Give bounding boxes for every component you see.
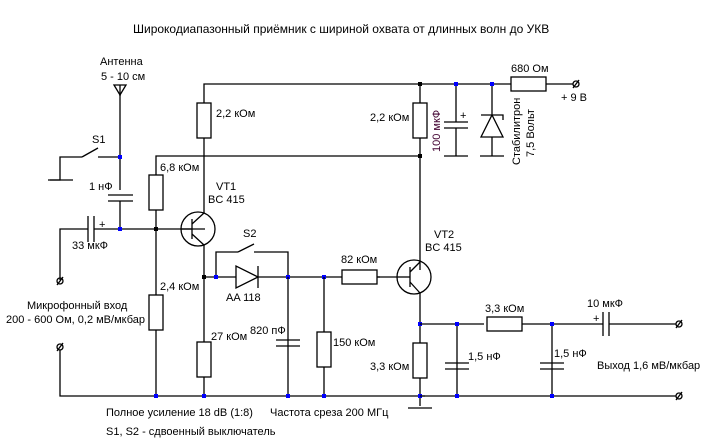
diode-label: AA 118 xyxy=(226,292,261,304)
resistor-150k: 150 кОм xyxy=(316,277,375,396)
r-680-label: 680 Ом xyxy=(511,63,549,75)
c-10uf-plus: + xyxy=(593,313,599,325)
resistor-27k: 27 кОм xyxy=(196,331,247,378)
zener-label-1: Стабилитрон xyxy=(511,98,523,165)
c-1-5nf-b-label: 1,5 нФ xyxy=(554,348,587,360)
note-gain: Полное усиление 18 dB (1:8) xyxy=(106,407,253,419)
switch-s1: S1 xyxy=(48,134,120,181)
c-100uf-label: 100 мкФ xyxy=(431,110,443,152)
capacitor-820pf: 820 пФ xyxy=(250,277,300,396)
r-3-3k-a-label: 3,3 кОм xyxy=(370,361,409,373)
c-820pf-label: 820 пФ xyxy=(250,325,286,337)
resistor-3-3k-emitter: 3,3 кОм xyxy=(370,342,432,409)
switch-s2: S2 xyxy=(215,228,289,277)
r-6-8k-label: 6,8 кОм xyxy=(160,162,199,174)
s2-label: S2 xyxy=(243,228,256,240)
resistor-82k: 82 кОм xyxy=(341,254,398,285)
vt2-name: VT2 xyxy=(434,229,454,241)
capacitor-1nf: 1 нФ xyxy=(89,181,133,229)
transistor-vt2: VT2 BC 415 xyxy=(396,229,462,406)
power-supply: 680 Ом + 9 В + 100 мкФ Стабилитрон 7,5 В… xyxy=(420,63,587,165)
r-2-2k-a-label: 2,2 кОм xyxy=(216,108,255,120)
output-filter: + 3,3 кОм 1,5 нФ 1,5 нФ 10 мкФ Выход 1,6… xyxy=(420,298,700,401)
r-3-3k-b-label: 3,3 кОм xyxy=(485,303,524,315)
note-switch: S1, S2 - сдвоенный выключатель xyxy=(106,426,276,438)
output-label: Выход 1,6 мВ/мкбар xyxy=(597,360,700,372)
resistor-6-8k: 6,8 кОм xyxy=(148,155,420,229)
mic-input-line2: 200 - 600 Ом, 0,2 мВ/мкбар xyxy=(6,314,145,326)
note-cutoff: Частота среза 200 МГц xyxy=(270,407,389,419)
mic-input-terminals: Микрофонный вход 200 - 600 Ом, 0,2 мВ/мк… xyxy=(6,276,425,397)
resistor-2-2k-vt1: 2,2 кОм xyxy=(196,83,420,156)
resistor-2-2k-vt2: 2,2 кОм xyxy=(370,84,428,270)
antenna-length: 5 - 10 см xyxy=(101,71,145,83)
c-1nf-label: 1 нФ xyxy=(89,181,113,193)
r-2-4k-label: 2,4 кОм xyxy=(160,281,199,293)
resistor-2-4k: 2,4 кОм xyxy=(148,229,199,396)
junction-dot xyxy=(118,155,122,159)
r-27k-label: 27 кОм xyxy=(211,331,247,343)
terminal-icon xyxy=(675,392,683,400)
zener-diode-icon xyxy=(479,113,505,138)
r-82k-label: 82 кОм xyxy=(341,254,377,266)
transistor-vt1: VT1 BC 415 xyxy=(180,156,245,396)
capacitor-33uf: + 33 мкФ xyxy=(59,216,205,280)
zener-label-2: 7,5 Вольт xyxy=(525,109,537,157)
c-10uf-label: 10 мкФ xyxy=(587,298,623,310)
c-1-5nf-a-label: 1,5 нФ xyxy=(468,351,501,363)
c-100uf-plus: + xyxy=(460,110,466,122)
s1-label: S1 xyxy=(92,134,105,146)
terminal-icon xyxy=(675,320,683,328)
vt2-type: BC 415 xyxy=(425,242,462,254)
terminal-icon xyxy=(56,277,64,285)
antenna-label: Антенна xyxy=(100,56,144,68)
r-150k-label: 150 кОм xyxy=(333,337,375,349)
supply-label: + 9 В xyxy=(561,92,587,104)
c-33uf-plus: + xyxy=(99,219,105,231)
vt1-name: VT1 xyxy=(216,181,236,193)
antenna: Антенна 5 - 10 см xyxy=(100,56,145,190)
terminal-icon xyxy=(572,80,580,88)
c-33uf-label: 33 мкФ xyxy=(72,240,108,252)
r-2-2k-b-label: 2,2 кОм xyxy=(370,112,409,124)
mic-input-line1: Микрофонный вход xyxy=(27,300,128,312)
diagram-title: Широкодиапазонный приёмник с шириной охв… xyxy=(133,22,549,36)
vt1-type: BC 415 xyxy=(208,194,245,206)
